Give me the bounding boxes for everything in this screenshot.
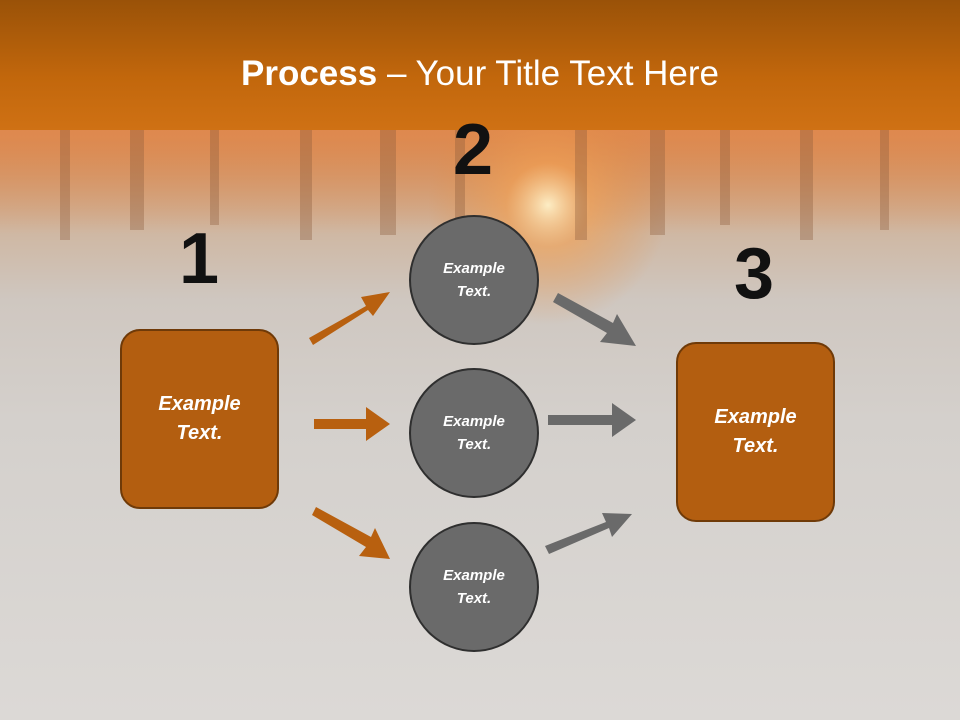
step-number-1: 1 <box>178 219 220 299</box>
title-rest: – Your Title Text Here <box>377 54 719 93</box>
arrow-left-to-middle <box>314 407 390 441</box>
arrow-middle-to-right <box>548 403 636 437</box>
right-box-line1: Example <box>714 406 797 428</box>
arrow-top-to-right <box>553 293 636 346</box>
arrow-left-to-top <box>309 292 390 345</box>
left-box-line2: Text. <box>176 422 223 444</box>
circle-top-line1: Example <box>443 260 505 277</box>
arrow-left-to-bottom <box>312 507 390 559</box>
circle-middle-line1: Example <box>443 413 505 430</box>
arrow-bottom-to-right <box>545 513 632 554</box>
circle-bottom-line2: Text. <box>456 590 492 607</box>
circle-bottom-line1: Example <box>443 567 505 584</box>
right-box-line2: Text. <box>732 435 779 457</box>
title-bold: Process <box>241 54 378 93</box>
left-box-line1: Example <box>158 393 241 415</box>
title-band <box>0 0 960 130</box>
step-number-2: 2 <box>452 110 494 190</box>
circle-top-line2: Text. <box>456 283 492 300</box>
slide-title: Process – Your Title Text Here <box>0 52 960 96</box>
circle-middle-line2: Text. <box>456 436 492 453</box>
step-number-3: 3 <box>733 234 775 314</box>
